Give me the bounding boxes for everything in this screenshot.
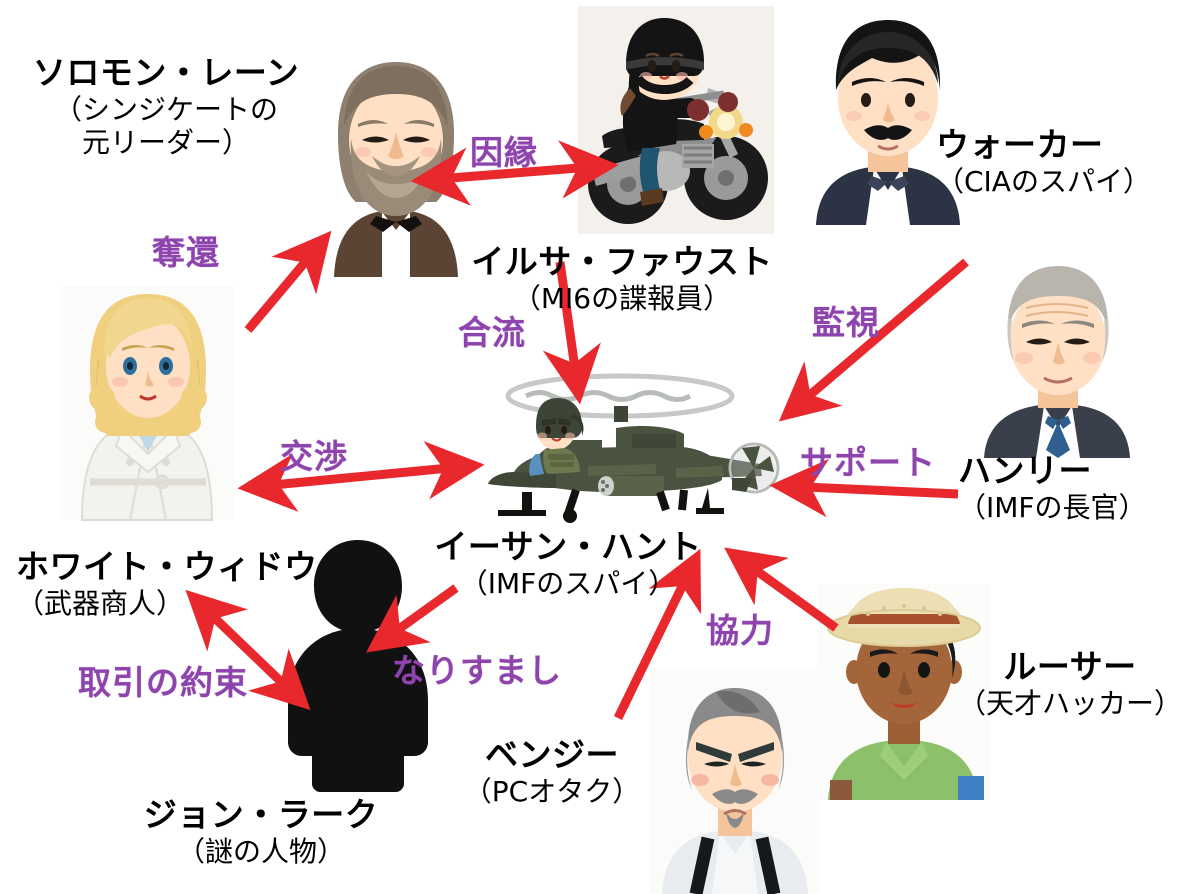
figure-walker (798, 10, 978, 225)
role-john-lark: （謎の人物） (176, 834, 345, 868)
name-ethan-hunt: イーサン・ハント (434, 527, 702, 566)
label-ilsa-faust: イルサ・ファウスト （MI6の諜報員） (452, 242, 792, 315)
name-white-widow: ホワイト・ウィドウ (16, 547, 318, 586)
relation-label-innen: 因縁 (470, 133, 538, 172)
woman-on-motorcycle-icon (578, 6, 774, 234)
relation-label-support: サポート (800, 443, 936, 482)
label-john-lark: ジョン・ラーク （謎の人物） (116, 795, 406, 868)
role-white-widow: （武器商人） (16, 586, 185, 620)
name-benji: ベンジー (485, 735, 619, 774)
relation-label-kosho: 交渉 (280, 437, 348, 476)
figure-ethan-hunt (470, 372, 780, 523)
military-helicopter-icon (488, 373, 780, 523)
relation-label-dakkan: 奪還 (152, 233, 220, 272)
role-solomon-lane-line1: （シンジケートの (53, 92, 278, 126)
role-luther: （天才ハッカー） (957, 686, 1182, 720)
relation-label-goryu: 合流 (458, 313, 526, 352)
relation-label-kyoryoku: 協力 (706, 611, 774, 650)
name-luther: ルーサー (1003, 647, 1137, 686)
man-straw-hat-green-shirt-icon (818, 584, 990, 800)
arrow-support (769, 458, 959, 518)
name-ilsa-faust: イルサ・ファウスト (471, 242, 773, 281)
figure-luther (818, 584, 990, 800)
label-ethan-hunt: イーサン・ハント （IMFのスパイ） (418, 527, 718, 600)
role-hunley: （IMFの長官） (958, 490, 1147, 524)
figure-hunley (968, 258, 1148, 458)
mustached-man-portrait-icon (816, 20, 960, 225)
role-benji: （PCオタク） (463, 774, 641, 808)
role-ethan-hunt: （IMFのスパイ） (459, 566, 677, 600)
label-solomon-lane: ソロモン・レーン （シンジケートの 元リーダー） (16, 53, 316, 159)
label-white-widow: ホワイト・ウィドウ （武器商人） (16, 547, 318, 620)
relation-label-narisumashi: なりすまし (392, 651, 562, 690)
label-hunley: ハンリー （IMFの長官） (958, 451, 1198, 524)
blonde-woman-trenchcoat-icon (60, 286, 235, 521)
relation-label-torihiki: 取引の約束 (78, 663, 248, 702)
figure-benji (650, 668, 820, 894)
name-walker: ウォーカー (936, 125, 1104, 164)
label-walker: ウォーカー （CIAのスパイ） (936, 125, 1196, 198)
figure-white-widow (60, 286, 235, 521)
role-walker: （CIAのスパイ） (936, 164, 1151, 198)
figure-ilsa-faust (578, 6, 774, 234)
name-solomon-lane: ソロモン・レーン (32, 53, 300, 92)
label-luther: ルーサー （天才ハッカー） (950, 647, 1190, 720)
grey-haired-man-portrait-icon (984, 266, 1130, 458)
grumpy-man-suspenders-icon (650, 668, 820, 894)
role-solomon-lane-line2: 元リーダー） (81, 125, 250, 159)
relation-label-kanshi: 監視 (812, 303, 880, 342)
name-john-lark: ジョン・ラーク (143, 795, 379, 834)
label-benji: ベンジー （PCオタク） (442, 735, 662, 808)
role-ilsa-faust: （MI6の諜報員） (512, 281, 732, 315)
name-hunley: ハンリー (958, 451, 1092, 490)
